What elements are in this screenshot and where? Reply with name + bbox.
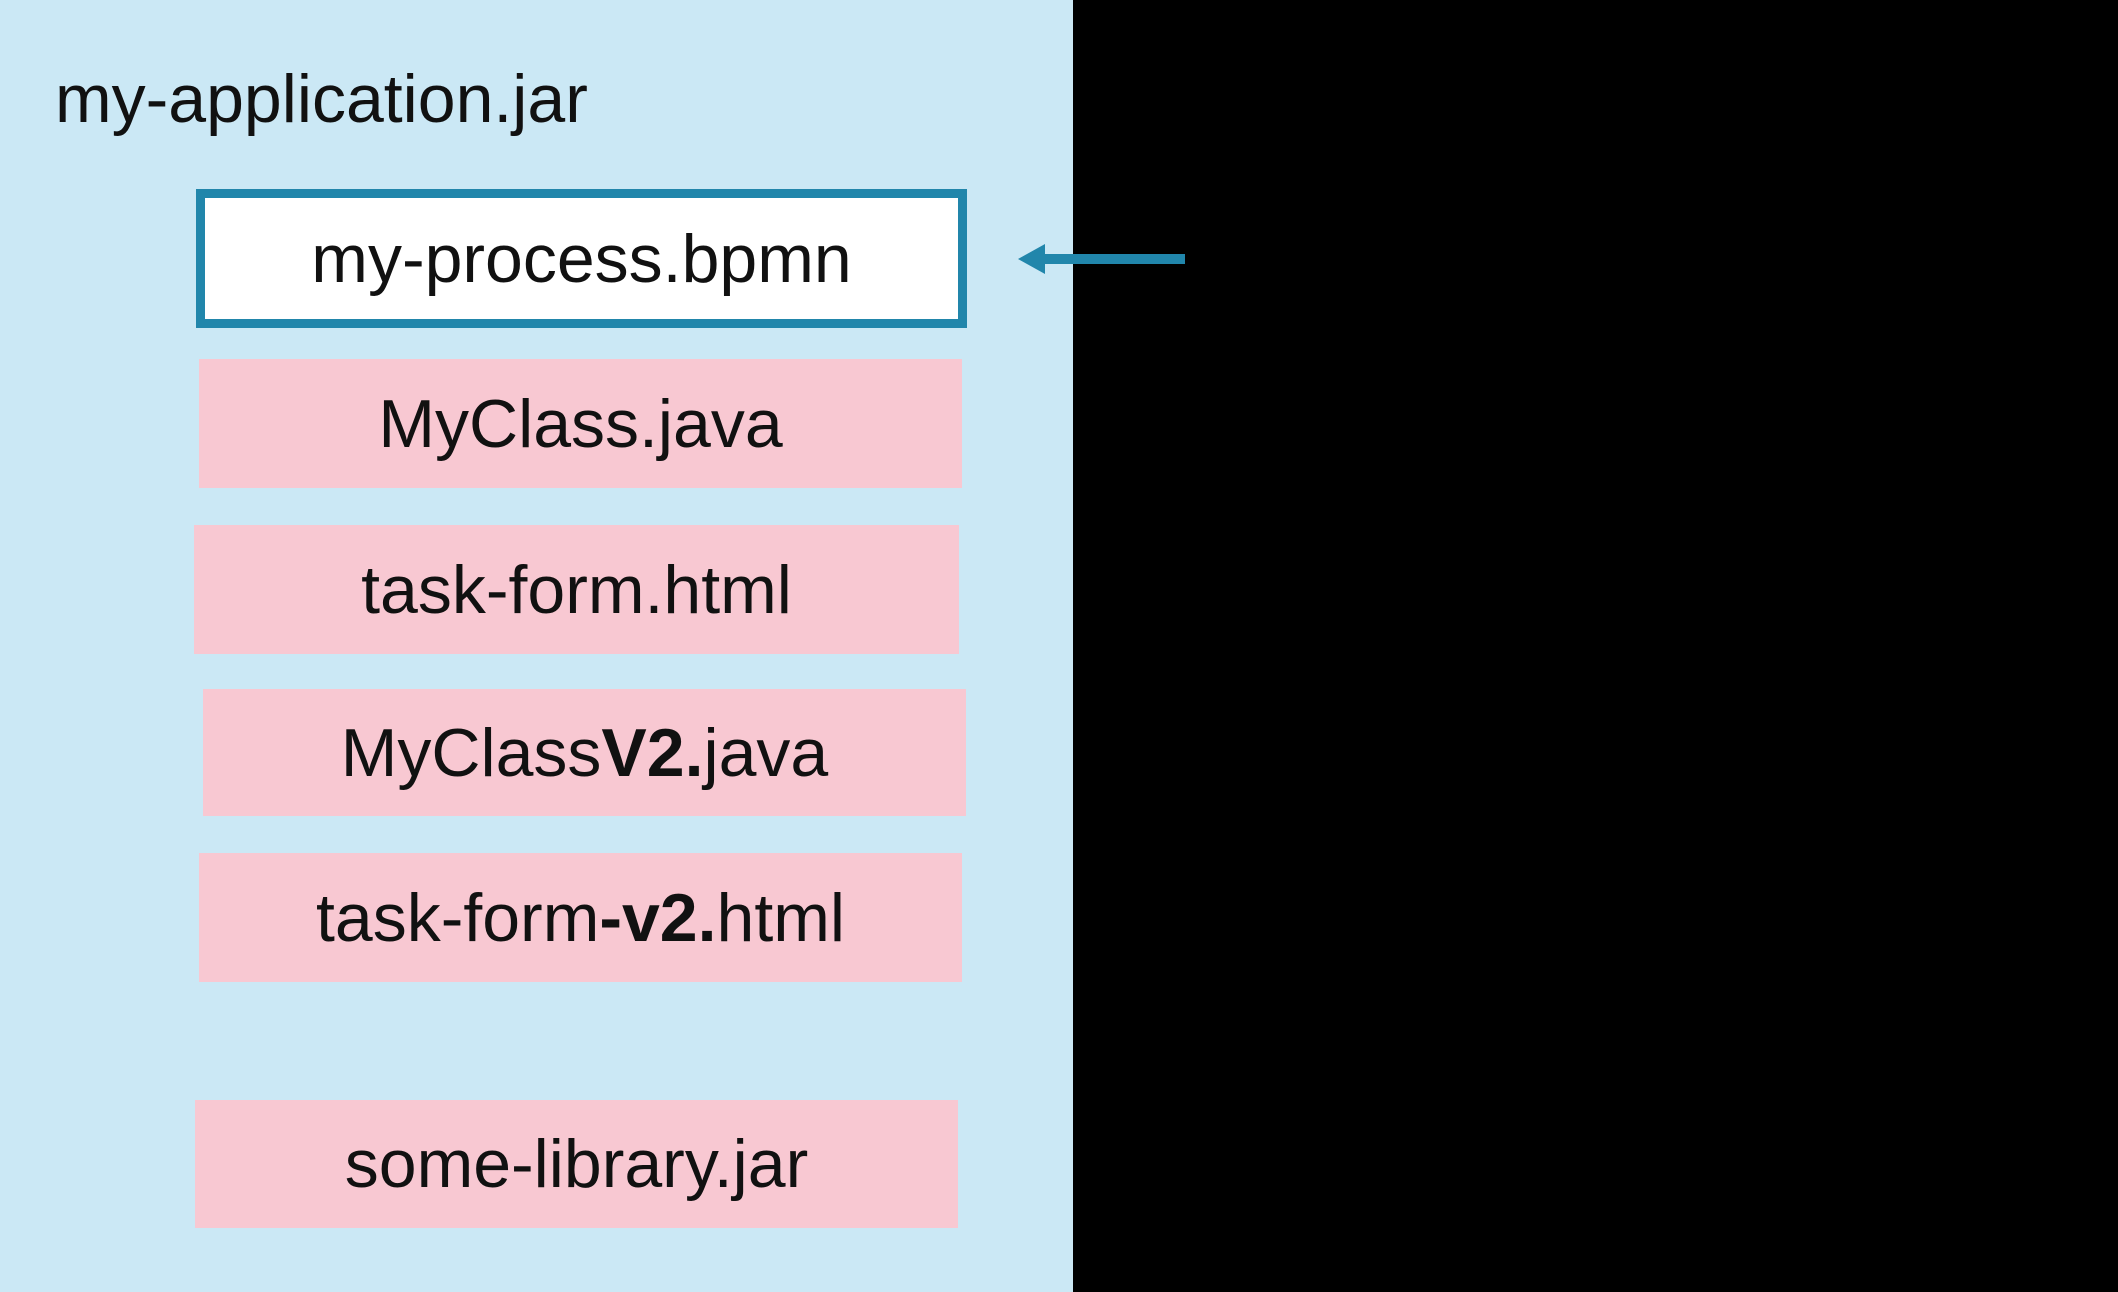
jar-title: my-application.jar — [55, 61, 588, 137]
file-box: task-form.html — [194, 525, 959, 654]
file-label-part: MyClass.java — [378, 385, 783, 462]
file-box: some-library.jar — [195, 1100, 958, 1228]
file-label-part: html — [716, 879, 845, 956]
process-file-label: my-process.bpmn — [311, 220, 852, 297]
file-label-part: MyClass — [340, 714, 602, 791]
process-file-box: my-process.bpmn — [196, 189, 967, 328]
file-label-part: V2. — [601, 714, 704, 791]
file-box: MyClass.java — [199, 359, 962, 488]
file-label-part: java — [703, 714, 829, 791]
arrow-left-icon — [1018, 244, 1045, 274]
file-label-part: -v2. — [599, 879, 717, 956]
black-backdrop — [1073, 0, 2118, 1292]
file-box: task-form-v2.html — [199, 853, 962, 982]
file-label-part: some-library.jar — [344, 1126, 809, 1202]
jar-container: my-application.jar my-process.bpmn MyCla… — [0, 0, 1073, 1292]
file-label-part: task-form.html — [361, 551, 792, 628]
arrow-shaft — [1040, 254, 1185, 264]
file-label-part: task-form — [315, 879, 600, 956]
